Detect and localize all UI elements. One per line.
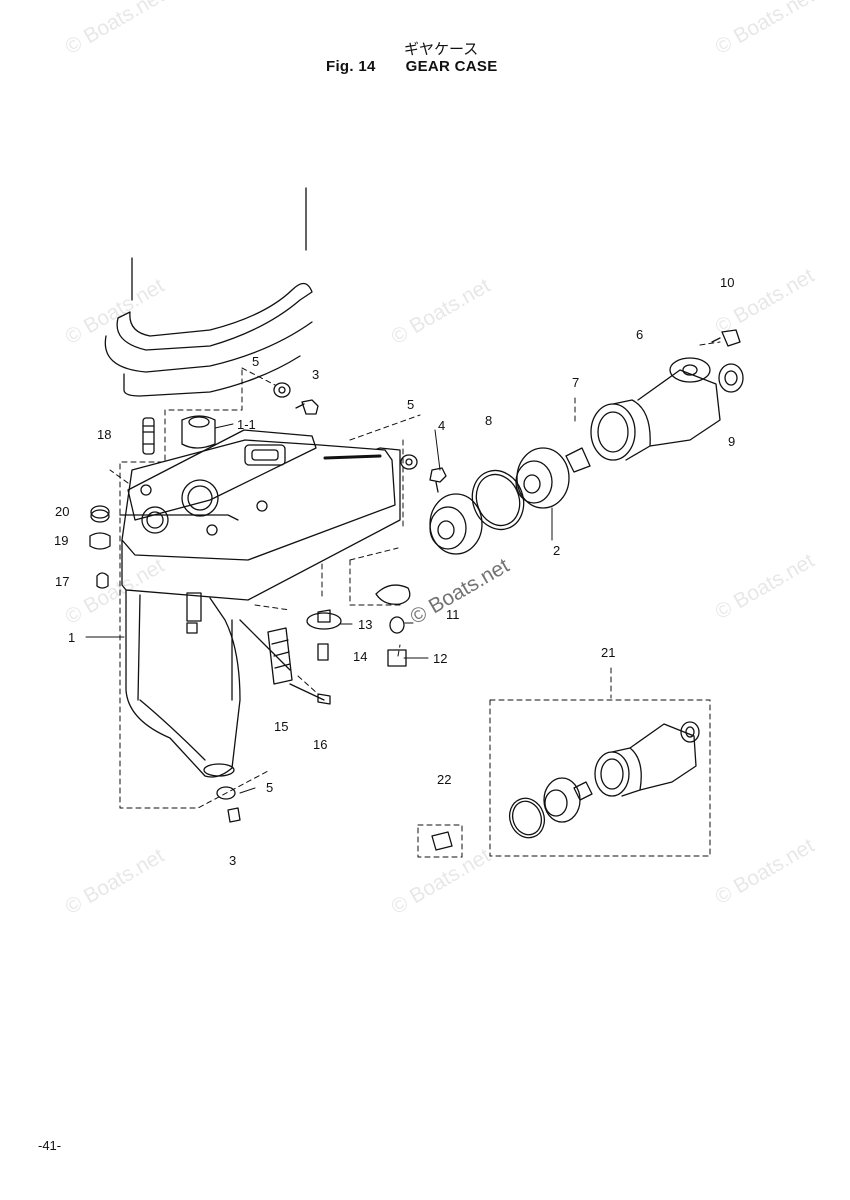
figure-title: GEAR CASE — [405, 58, 498, 75]
callout-11: 11 — [446, 607, 460, 622]
callout-8: 8 — [485, 413, 493, 428]
callout-2: 2 — [553, 543, 561, 558]
upper-casing-outline — [104, 187, 313, 397]
callout-21: 21 — [601, 645, 616, 660]
callout-7: 7 — [572, 375, 580, 390]
callout-18: 18 — [97, 427, 112, 442]
diagram-title: Fig. 14 GEAR CASE — [326, 58, 498, 75]
page-number: -41- — [38, 1138, 62, 1153]
callout-10: 10 — [720, 275, 735, 290]
callout-5: 5 — [407, 397, 415, 412]
propeller-shaft-assembly — [429, 357, 744, 839]
callout-1-1: 1-1 — [237, 417, 256, 432]
callout-5: 5 — [252, 354, 260, 369]
callout-leader-lines — [85, 423, 553, 794]
callout-3: 3 — [229, 853, 237, 868]
callout-13: 13 — [358, 617, 373, 632]
callout-22: 22 — [437, 772, 452, 787]
gear-case-housing — [119, 429, 401, 778]
callout-14: 14 — [353, 649, 368, 664]
hardware-parts — [89, 329, 741, 851]
callout-4: 4 — [438, 418, 446, 433]
callout-17: 17 — [55, 574, 70, 589]
callout-15: 15 — [274, 719, 289, 734]
callout-5: 5 — [266, 780, 274, 795]
mounting-plate — [140, 444, 382, 536]
dashed-guide-lines — [109, 341, 721, 858]
callout-6: 6 — [636, 327, 644, 342]
callout-19: 19 — [54, 533, 69, 548]
callout-20: 20 — [55, 504, 70, 519]
figure-number: Fig. 14 — [326, 58, 376, 75]
callout-1: 1 — [68, 630, 76, 645]
callout-3: 3 — [312, 367, 320, 382]
diagram-title-jp: ギヤケース — [404, 41, 479, 58]
callout-16: 16 — [313, 737, 328, 752]
callout-9: 9 — [728, 434, 736, 449]
callout-12: 12 — [433, 651, 448, 666]
